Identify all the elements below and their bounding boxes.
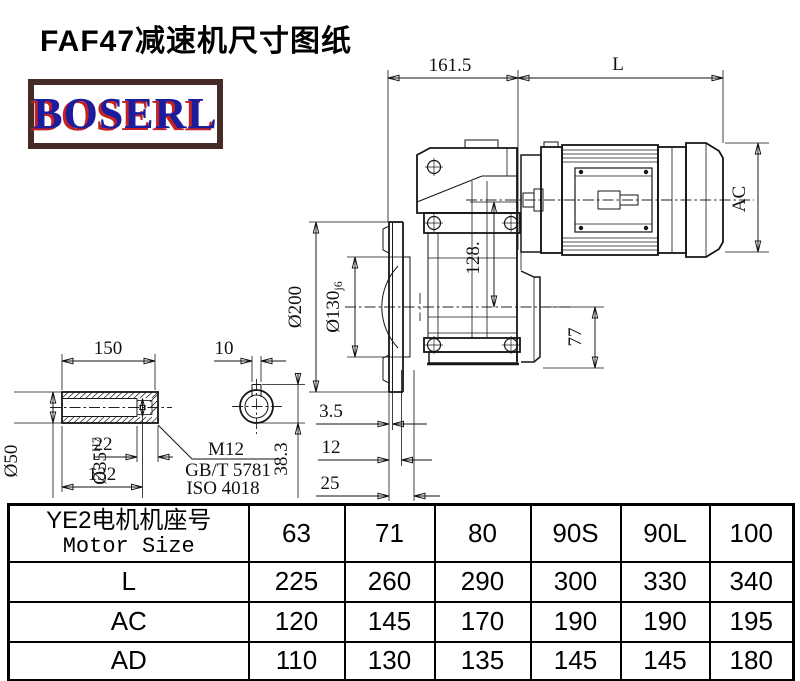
table-cell: 145 — [343, 600, 436, 643]
note-m12: M12 — [208, 439, 244, 460]
motor — [520, 141, 724, 258]
center-lines — [50, 199, 754, 434]
row-label: AC — [7, 600, 250, 643]
table-cell: 190 — [529, 600, 622, 643]
dim-150: 150 — [94, 338, 123, 359]
hollow-shaft-detail — [61, 391, 159, 424]
size-table: YE2电机机座号 Motor Size 63 71 80 90S 90L 100… — [7, 503, 795, 681]
dim-10: 10 — [215, 338, 234, 359]
motor-size-header: YE2电机机座号 Motor Size — [7, 503, 250, 563]
row-label: L — [7, 560, 250, 603]
table-cell: 120 — [247, 600, 346, 643]
dim-161-5: 161.5 — [429, 55, 472, 76]
dim-12: 12 — [322, 437, 341, 458]
table-cell: 340 — [708, 560, 795, 603]
dim-d35: Ø35H7 — [89, 437, 111, 484]
dim-3-5: 3.5 — [319, 401, 343, 422]
column-header: 100 — [708, 503, 795, 563]
dimension-lines: 161.5 L AC 128. 77 Ø200 — [1, 54, 769, 500]
table-row: AC 120 145 170 190 190 195 — [7, 600, 795, 643]
page-title: FAF47减速机尺寸图纸 — [40, 25, 353, 58]
table-row: L 225 260 290 300 330 340 — [7, 560, 795, 603]
table-cell: 225 — [247, 560, 346, 603]
dim-d50: Ø50 — [1, 445, 22, 478]
drawing-canvas: 161.5 L AC 128. 77 Ø200 — [1, 54, 769, 501]
table-cell: 190 — [619, 600, 711, 643]
output-flange — [381, 221, 415, 501]
dim-22: 22 — [94, 434, 113, 455]
dim-77: 77 — [565, 328, 586, 347]
table-cell: 130 — [343, 640, 436, 681]
table-cell: 170 — [433, 600, 532, 643]
motor-size-header-zh: YE2电机机座号 — [46, 507, 212, 535]
row-label: AD — [7, 640, 250, 681]
dim-132: 132 — [88, 464, 117, 485]
table-cell: 195 — [708, 600, 795, 643]
column-header: 63 — [247, 503, 346, 563]
table-cell: 330 — [619, 560, 711, 603]
brand-logo-text: BOSERL — [33, 89, 218, 138]
dim-25: 25 — [321, 473, 340, 494]
table-cell: 260 — [343, 560, 436, 603]
table-cell: 180 — [708, 640, 795, 681]
column-header: 80 — [433, 503, 532, 563]
table-cell: 290 — [433, 560, 532, 603]
column-header: 90L — [619, 503, 711, 563]
table-cell: 135 — [433, 640, 532, 681]
table-cell: 300 — [529, 560, 622, 603]
gearbox-housing — [416, 139, 541, 366]
column-header: 71 — [343, 503, 436, 563]
brand-logo: BOSERL — [28, 79, 223, 149]
dim-38-3: 38.3 — [271, 442, 292, 475]
motor-size-header-en: Motor Size — [62, 533, 195, 559]
dim-d200: Ø200 — [285, 286, 306, 328]
dim-L: L — [612, 54, 624, 75]
table-cell: 110 — [247, 640, 346, 681]
table-cell: 145 — [529, 640, 622, 681]
note-iso4018: ISO 4018 — [186, 478, 259, 499]
table-cell: 145 — [619, 640, 711, 681]
note-gb5781: GB/T 5781 — [185, 460, 271, 481]
column-header: 90S — [529, 503, 622, 563]
dim-AC: AC — [729, 186, 750, 212]
bore-end-view — [239, 384, 274, 424]
table-header-row: YE2电机机座号 Motor Size 63 71 80 90S 90L 100 — [7, 503, 795, 563]
table-row: AD 110 130 135 145 145 180 — [7, 640, 795, 681]
bolt-symbols — [425, 158, 520, 354]
dim-128: 128. — [463, 241, 484, 274]
dim-d130: Ø130j6 — [323, 281, 345, 333]
